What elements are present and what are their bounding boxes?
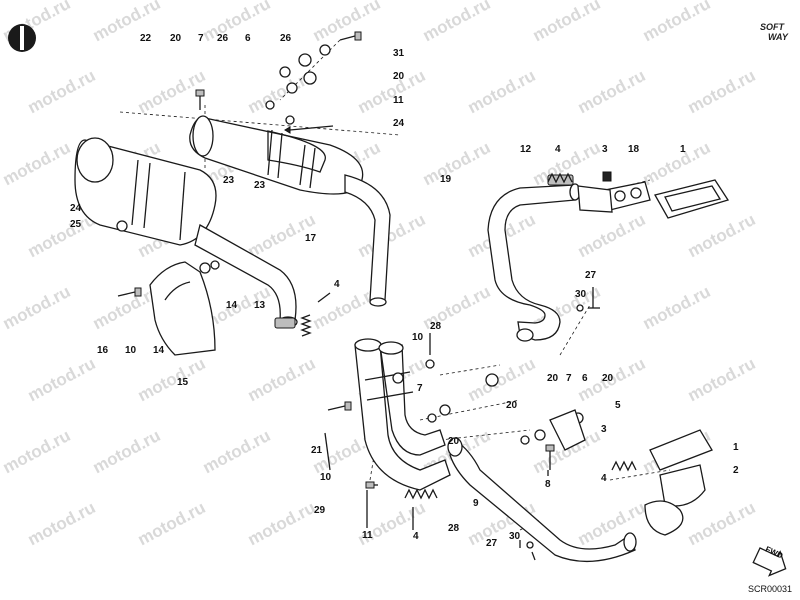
- callout-10: 10: [320, 472, 332, 483]
- callout-20: 20: [547, 373, 559, 384]
- callout-10: 10: [412, 332, 424, 343]
- callout-21: 21: [311, 445, 323, 456]
- softway-logo-line1: SOFT: [760, 22, 784, 32]
- brand-logo: [8, 24, 36, 52]
- callout-27: 27: [585, 270, 597, 281]
- lower-connecting-pipe: [447, 437, 637, 563]
- front-flange-and-gaskets: [547, 171, 730, 219]
- callout-1: 1: [680, 144, 686, 155]
- callout-7: 7: [566, 373, 572, 384]
- callout-1: 1: [733, 442, 739, 453]
- callout-15: 15: [177, 377, 189, 388]
- callout-12: 12: [520, 144, 532, 155]
- callout-18: 18: [628, 144, 640, 155]
- callout-30: 30: [509, 531, 521, 542]
- callout-6: 6: [245, 33, 251, 44]
- callout-7: 7: [417, 383, 423, 394]
- callout-11: 11: [393, 95, 404, 106]
- callout-6: 6: [582, 373, 588, 384]
- callout-3: 3: [601, 424, 607, 435]
- forward-arrow: [752, 547, 787, 577]
- callout-22: 22: [140, 33, 152, 44]
- callout-20: 20: [170, 33, 182, 44]
- rear-muffler-upper: [189, 115, 391, 307]
- callout-17: 17: [305, 233, 317, 244]
- callout-24: 24: [393, 118, 405, 129]
- heat-shield: [149, 260, 220, 356]
- callout-26: 26: [217, 33, 229, 44]
- callout-25: 25: [70, 219, 82, 230]
- callout-4: 4: [601, 473, 607, 484]
- callout-14: 14: [153, 345, 165, 356]
- callout-20: 20: [506, 400, 518, 411]
- callout-28: 28: [430, 321, 442, 332]
- callout-3: 3: [602, 144, 608, 155]
- softway-logo-line2: WAY: [768, 32, 788, 42]
- bolts-nuts-washers: [116, 31, 600, 561]
- callout-13: 13: [254, 300, 266, 311]
- springs: [300, 172, 637, 500]
- callout-31: 31: [393, 48, 405, 59]
- callout-20: 20: [602, 373, 614, 384]
- leader-lines: [284, 125, 594, 548]
- callout-27: 27: [486, 538, 498, 549]
- callout-4: 4: [555, 144, 561, 155]
- front-muffler-lower: [74, 137, 298, 329]
- callout-10: 10: [125, 345, 137, 356]
- diagram-code: SCR00031: [748, 584, 793, 594]
- callout-16: 16: [97, 345, 109, 356]
- callout-30: 30: [575, 289, 587, 300]
- callout-14: 14: [226, 300, 238, 311]
- callout-23: 23: [223, 175, 235, 186]
- callout-26: 26: [280, 33, 292, 44]
- callout-2: 2: [733, 465, 739, 476]
- rear-header-pipes: [354, 338, 451, 491]
- callout-4: 4: [334, 279, 340, 290]
- callout-19: 19: [440, 174, 452, 185]
- callout-4: 4: [413, 531, 419, 542]
- callout-9: 9: [473, 498, 479, 509]
- callout-20: 20: [393, 71, 405, 82]
- rear-flange-and-gaskets: [644, 429, 713, 536]
- callout-28: 28: [448, 523, 460, 534]
- callout-29: 29: [314, 505, 326, 516]
- callout-20: 20: [448, 436, 460, 447]
- callout-8: 8: [545, 479, 551, 490]
- callout-7: 7: [198, 33, 204, 44]
- front-header-pipe: [487, 183, 581, 342]
- callout-5: 5: [615, 400, 621, 411]
- callout-24: 24: [70, 203, 82, 214]
- callout-23: 23: [254, 180, 266, 191]
- callout-11: 11: [362, 530, 373, 541]
